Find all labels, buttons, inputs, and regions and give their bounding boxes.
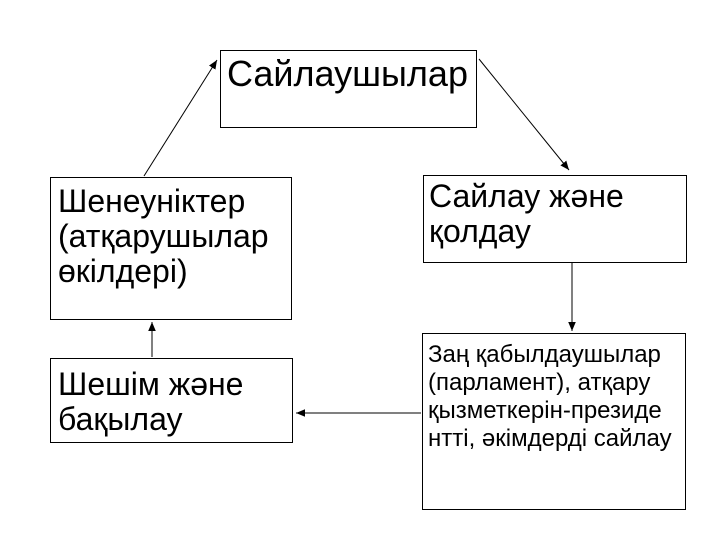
arrow-officials-to-voters bbox=[143, 59, 218, 177]
arrow-voters-to-election-support bbox=[478, 58, 570, 171]
node-voters: Сайлаушылар bbox=[220, 50, 477, 128]
node-lawmakers: Заң қабылдаушылар (парламент), атқару қы… bbox=[422, 333, 686, 510]
node-decision-control: Шешім және бақылау bbox=[50, 358, 293, 443]
node-officials: Шенеуніктер (атқарушылар өкілдері) bbox=[50, 177, 292, 320]
node-election-support: Сайлау және қолдау bbox=[423, 175, 687, 263]
